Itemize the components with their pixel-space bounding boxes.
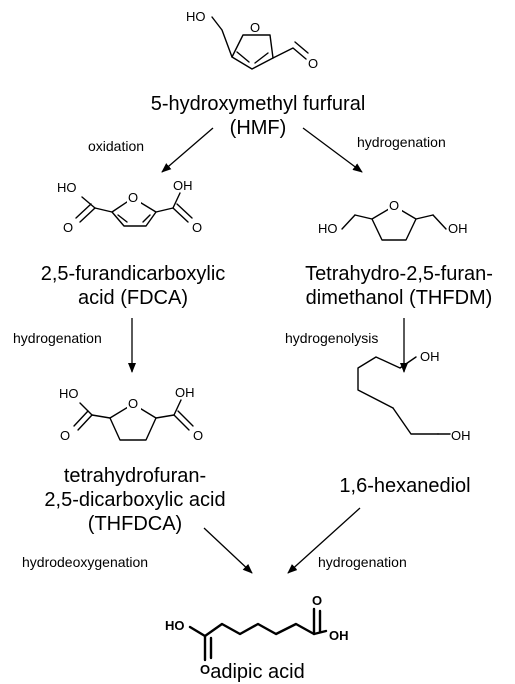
thfdca-ring-oxygen: O — [128, 396, 138, 411]
hexanediol-oh-bottom: OH — [451, 428, 471, 443]
hmf-ring-oxygen: O — [250, 20, 260, 35]
thfdca-cooh-right-bond — [173, 399, 182, 416]
thfdm-ch2-left-a — [341, 214, 356, 230]
fdca-double-2 — [142, 214, 151, 223]
fdca-cooh-right-bond — [172, 192, 181, 209]
adipic-oh-label: OH — [329, 628, 349, 643]
thfdca-left-oxygen: O — [60, 428, 70, 443]
adipic-acid-name-line1: adipic acid — [210, 661, 305, 683]
thfdca-cooh-left-bond — [79, 402, 93, 416]
hmf-double-bond-2 — [254, 52, 269, 64]
thfdca-co-left — [77, 414, 93, 431]
thfdm-name: Tetrahydro-2,5-furan- dimethanol (THFDM) — [288, 262, 510, 310]
hexanediol-chain-2 — [392, 407, 439, 435]
fdca-co-right-double — [176, 203, 193, 219]
fdca-ho-label: HO — [57, 180, 77, 195]
step-oxidation: oxidation — [88, 138, 145, 154]
thfdca-oh-label: OH — [175, 385, 195, 400]
step-hydrogenation-right: hydrogenation — [357, 134, 446, 150]
step-hydrogenation-left: hydrogenation — [13, 330, 102, 346]
adipic-left-oxygen: O — [200, 662, 210, 677]
hexanediol-name: 1,6-hexanediol — [300, 474, 510, 498]
thfdca-co-right — [173, 414, 190, 431]
fdca-name-line1: 2,5-furandicarboxylic — [40, 263, 226, 285]
adipic-right-oxygen: O — [312, 593, 322, 608]
arrow-hmf-to-thfdm — [302, 127, 363, 173]
thfdca-right-link — [155, 414, 175, 419]
fdca-co-right — [172, 207, 189, 223]
fdca-name-line2: acid (FDCA) — [77, 287, 188, 309]
thfdca-co-right-double — [177, 410, 194, 427]
fdca-co-left — [79, 207, 96, 223]
arrow-hmf-to-fdca — [161, 127, 214, 173]
thfdca-name: tetrahydrofuran- 2,5-dicarboxylic acid (… — [20, 464, 250, 536]
thfdca-name-line2: 2,5-dicarboxylic acid — [44, 489, 226, 511]
fdca-co-left-double — [75, 203, 92, 219]
fdca-double-1 — [117, 214, 128, 223]
step-hydrodeoxygenation: hydrodeoxygenation — [22, 554, 149, 570]
thfdca-name-line3: (THFDCA) — [87, 513, 183, 535]
thfdca-right-oxygen: O — [193, 428, 203, 443]
arrow-thfdca-to-adipic — [203, 527, 253, 574]
thfdm-ch2-right-b — [432, 214, 447, 230]
thfdm-oh-label: OH — [448, 221, 468, 236]
fdca-structure: HO O O OH O — [57, 178, 202, 235]
fdca-left-oxygen: O — [63, 220, 73, 235]
thfdca-left-link — [91, 414, 111, 419]
hmf-structure: HO O O — [186, 9, 318, 71]
hexanediol-oh-top: OH — [420, 349, 440, 364]
arrow-hexanediol-to-adipic — [287, 507, 361, 574]
hexanediol-chain-1 — [357, 356, 417, 409]
thfdm-ch2-right-a — [415, 214, 434, 220]
thfdm-ring-oxygen: O — [389, 198, 399, 213]
hmf-name-line2: (HMF) — [229, 117, 287, 139]
adipic-acid-name: adipic acid — [160, 660, 355, 684]
adipic-ho-label: HO — [165, 618, 185, 633]
thfdm-ho-label: HO — [318, 221, 338, 236]
fdca-cooh-left-bond — [81, 196, 96, 209]
hmf-name: 5-hydroxymethyl furfural (HMF) — [118, 92, 398, 140]
fdca-right-oxygen: O — [192, 220, 202, 235]
fdca-ring-oxygen: O — [128, 190, 138, 205]
hmf-aldehyde-double — [294, 41, 309, 54]
thfdm-name-line1: Tetrahydro-2,5-furan- — [305, 263, 493, 285]
fdca-oh-label: OH — [173, 178, 193, 193]
thfdm-ch2-left-b — [354, 214, 373, 220]
step-hydrogenation-bottom: hydrogenation — [318, 554, 407, 570]
hmf-aldehyde-bond — [272, 47, 307, 60]
adipic-acid-structure: HO O O OH — [165, 593, 349, 677]
thfdca-name-line1: tetrahydrofuran- — [63, 465, 207, 487]
fdca-left-link — [94, 207, 113, 213]
hmf-ch2oh-bond — [211, 16, 233, 58]
hmf-name-line1: 5-hydroxymethyl furfural — [150, 93, 366, 115]
fdca-right-link — [155, 207, 174, 213]
hmf-double-bond — [236, 51, 250, 63]
hexanediol-structure: OH OH — [357, 349, 471, 443]
hmf-furan-ring — [231, 34, 274, 70]
hmf-aldehyde-oxygen: O — [308, 56, 318, 71]
hmf-ho-label: HO — [186, 9, 206, 24]
hexanediol-name-line1: 1,6-hexanediol — [339, 475, 471, 497]
thfdm-structure: HO O OH — [318, 198, 468, 241]
thfdm-name-line2: dimethanol (THFDM) — [305, 287, 493, 309]
step-hydrogenolysis: hydrogenolysis — [285, 330, 379, 346]
thfdca-co-left-double — [73, 410, 89, 427]
thfdca-structure: HO O O OH O — [59, 385, 203, 443]
adipic-carbon-chain — [188, 622, 328, 638]
thfdca-ho-label: HO — [59, 386, 79, 401]
fdca-name: 2,5-furandicarboxylic acid (FDCA) — [8, 262, 258, 310]
